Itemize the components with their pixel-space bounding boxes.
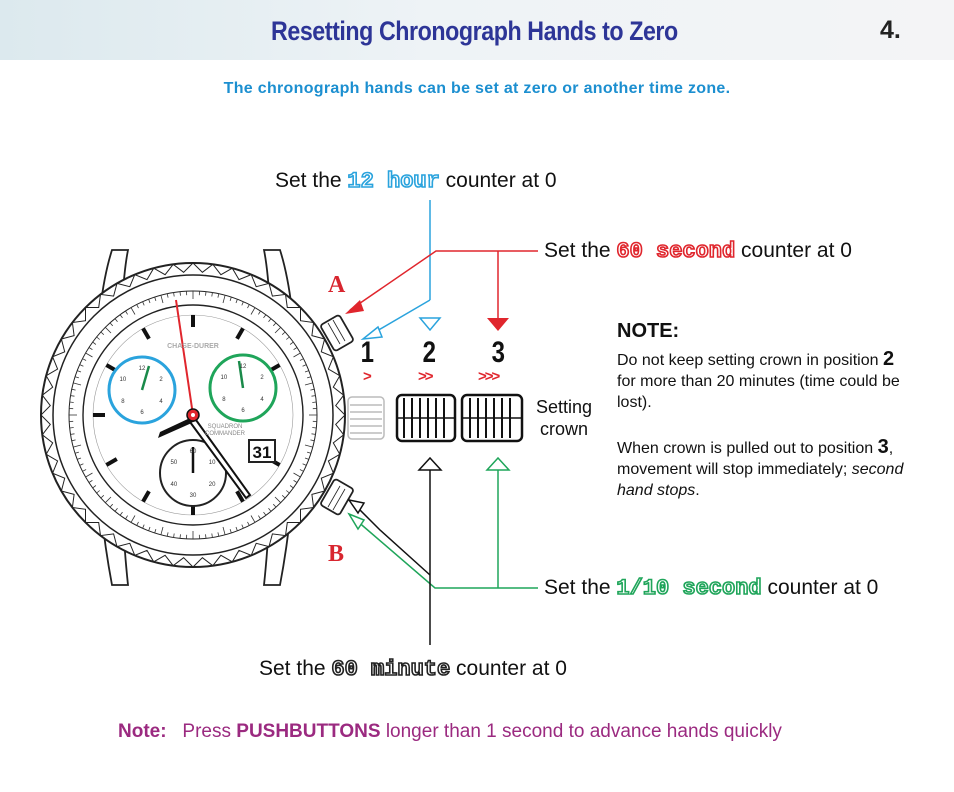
label-60-minute: Set the 60 minute counter at 0	[259, 656, 567, 683]
header-bar: Resetting Chronograph Hands to Zero 4.	[0, 0, 954, 60]
note-paragraph-1: Do not keep setting crown in position 2 …	[617, 348, 900, 412]
label-12-hour: Set the 12 hour counter at 0	[275, 168, 557, 195]
note-paragraph-2: When crown is pulled out to position 3, …	[617, 436, 904, 500]
date-text: 31	[253, 443, 272, 462]
label-tenth-second: Set the 1/10 second counter at 0	[544, 575, 879, 602]
subdial-number: 8	[121, 399, 125, 405]
position-2-chevron: >>	[418, 368, 433, 385]
crown-position-2	[395, 393, 457, 443]
subdial-number: 8	[222, 397, 226, 403]
pos2-bottom-arrow	[417, 456, 443, 471]
pos3-top-arrow	[487, 318, 509, 331]
page-title: Resetting Chronograph Hands to Zero	[271, 16, 678, 46]
subdial-number: 10	[221, 375, 228, 381]
subdial-number: 2	[260, 375, 264, 381]
pushbutton-b-label: B	[328, 541, 345, 567]
subdial-number: 40	[171, 482, 178, 488]
tenth-callout-line	[355, 519, 538, 589]
date-window	[248, 439, 276, 463]
subdial-number: 6	[241, 408, 245, 414]
pos3-bottom-arrow	[485, 456, 511, 471]
subdial-number: 20	[209, 482, 216, 488]
position-1-chevron: >	[363, 368, 372, 385]
page-number: 4.	[880, 16, 901, 44]
subtitle: The chronograph hands can be set at zero…	[223, 80, 731, 97]
sec60-callout-line	[349, 250, 538, 311]
position-2-label: 2	[422, 336, 437, 369]
brand-text: CHASE-DURER	[167, 343, 219, 350]
note-heading: NOTE:	[617, 320, 680, 342]
subdial-number: 60	[190, 449, 197, 455]
svg-text:COMMANDER: COMMANDER	[205, 431, 246, 437]
second-hand	[175, 299, 194, 416]
position-3-label: 3	[491, 336, 506, 369]
subdial-number: 12	[240, 364, 247, 370]
position-1-label: 1	[360, 336, 375, 369]
crown-position-3	[460, 393, 524, 443]
subdial-number: 10	[209, 460, 216, 466]
hour-hand	[158, 418, 194, 438]
pusher-b-graphic	[320, 478, 354, 516]
position-3-chevron: >>>	[478, 368, 500, 385]
subdial-number: 4	[159, 399, 163, 405]
subdial-number: 10	[120, 377, 127, 383]
subdial-number: 6	[140, 410, 144, 416]
svg-text:SQUADRON: SQUADRON	[208, 424, 243, 430]
pusher-a-graphic	[320, 314, 354, 352]
subdial-number: 4	[260, 397, 264, 403]
pushbutton-a-label: A	[328, 272, 346, 298]
subdial-number: 30	[190, 493, 197, 499]
bezel-serrations	[40, 262, 346, 568]
subdial-number: 2	[159, 377, 163, 383]
subdial-number: 12	[139, 366, 146, 372]
subdial-number: 50	[171, 460, 178, 466]
ring-ticks	[69, 291, 317, 539]
label-60-second: Set the 60 second counter at 0	[544, 238, 852, 265]
crown-position-1	[347, 396, 385, 440]
bottom-note: Note: Press PUSHBUTTONS longer than 1 se…	[118, 721, 782, 742]
pos2-top-arrow	[418, 317, 442, 332]
